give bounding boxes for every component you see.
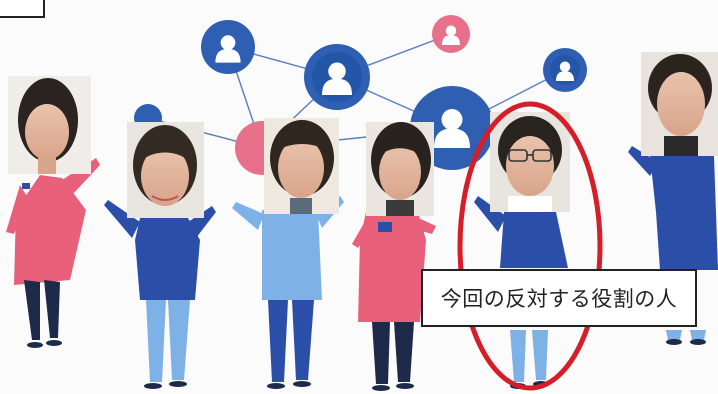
person-figure	[104, 200, 216, 389]
face-photo	[490, 112, 570, 212]
face-photo	[641, 52, 718, 156]
caption-text: 今回の反対する役割の人	[440, 287, 678, 311]
face-photo	[264, 118, 339, 214]
network-node	[543, 48, 587, 92]
person-figure	[352, 212, 436, 391]
face-photo	[8, 76, 91, 174]
highlight-ellipse	[457, 101, 603, 391]
corner-frame	[0, 0, 45, 18]
person-figure	[6, 158, 100, 348]
role-caption: 今回の反対する役割の人	[421, 269, 697, 327]
person-figure	[628, 146, 718, 345]
person-figure	[232, 196, 344, 389]
network-node	[201, 20, 255, 74]
face-photo	[366, 122, 434, 216]
network-node	[304, 44, 370, 110]
network-node	[432, 15, 470, 53]
face-photo	[127, 122, 204, 218]
person-figure	[474, 196, 568, 389]
